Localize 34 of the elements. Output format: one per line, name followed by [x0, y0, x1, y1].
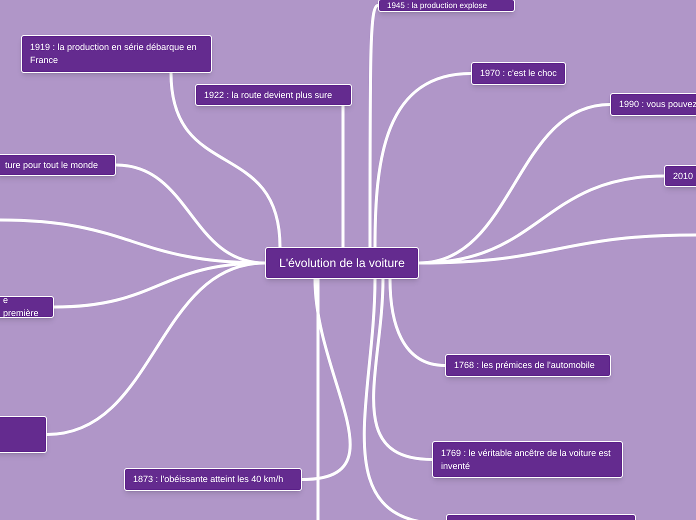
topic-box [0, 416, 47, 453]
topic-text: 2010 [673, 170, 694, 182]
branch-line [368, 4, 380, 248]
topic-box [0, 296, 54, 318]
topic-text: e première [3, 294, 40, 320]
branch-line [388, 278, 446, 367]
topic-text: 1922 : la route devient plus sure [204, 88, 332, 102]
branch-line [342, 104, 344, 248]
topic-box [432, 441, 623, 478]
topic-box [445, 354, 611, 377]
central-topic-box [265, 247, 419, 279]
branch-line [418, 234, 696, 264]
branch-line [374, 72, 472, 248]
topic-text: ture pour tout le monde [5, 158, 98, 172]
central-topic-text: L'évolution de la voiture [279, 256, 405, 270]
branch-line [46, 262, 266, 436]
topic-text: 1873 : l'obéissante atteint les 40 km/h [133, 473, 284, 486]
topic-text: 1945 : la production explose [387, 0, 488, 10]
topic-box [195, 84, 352, 106]
topic-box [0, 154, 116, 176]
topic-text: 1919 : la production en série débarque en France [30, 41, 198, 67]
topic-text: 1768 : les prémices de l'automobile [454, 359, 595, 372]
topic-text: 1970 : c'est le choc [480, 67, 557, 80]
branch-line [316, 278, 320, 520]
topic-box [378, 0, 515, 12]
topic-box [610, 93, 696, 116]
topic-box [124, 468, 302, 491]
branch-line [170, 72, 282, 248]
topic-text: 1769 : le véritable ancêtre de la voiture est inventé [441, 446, 612, 472]
topic-box [471, 62, 566, 85]
branch-line [300, 278, 352, 481]
topic-box [21, 35, 212, 73]
branch-line [372, 278, 434, 461]
topic-box [664, 165, 696, 187]
